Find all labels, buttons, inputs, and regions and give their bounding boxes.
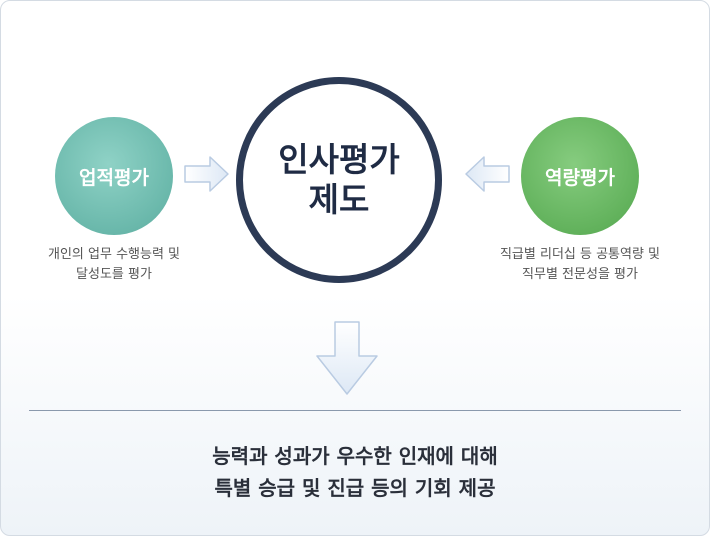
performance-caption-line2: 달성도를 평가: [76, 267, 152, 282]
right-arrow-icon: [184, 156, 229, 192]
competency-evaluation-title: 역량평가: [545, 166, 615, 189]
left-arrow-icon: [465, 156, 510, 192]
performance-evaluation-caption: 개인의 업무 수행능력 및 달성도를 평가: [24, 245, 204, 285]
divider-line: [29, 410, 681, 411]
summary-line1: 능력과 성과가 우수한 인재에 대해: [212, 444, 498, 468]
summary-text: 능력과 성과가 우수한 인재에 대해 특별 승급 및 진급 등의 기회 제공: [0, 440, 710, 504]
performance-evaluation-circle: 업적평가: [55, 117, 173, 235]
down-arrow-icon: [316, 321, 378, 395]
summary-line2: 특별 승급 및 진급 등의 기회 제공: [214, 476, 496, 500]
competency-evaluation-caption: 직급별 리더십 등 공통역량 및 직무별 전문성을 평가: [480, 245, 680, 285]
performance-caption-line1: 개인의 업무 수행능력 및: [48, 247, 180, 262]
competency-evaluation-circle: 역량평가: [521, 117, 639, 235]
hr-evaluation-line1: 인사평가: [278, 140, 400, 179]
performance-evaluation-title: 업적평가: [79, 166, 149, 189]
competency-caption-line1: 직급별 리더십 등 공통역량 및: [499, 247, 661, 262]
hr-evaluation-system-circle: 인사평가 제도: [236, 77, 442, 283]
competency-caption-line2: 직무별 전문성을 평가: [522, 267, 638, 282]
hr-evaluation-line2: 제도: [308, 180, 370, 219]
